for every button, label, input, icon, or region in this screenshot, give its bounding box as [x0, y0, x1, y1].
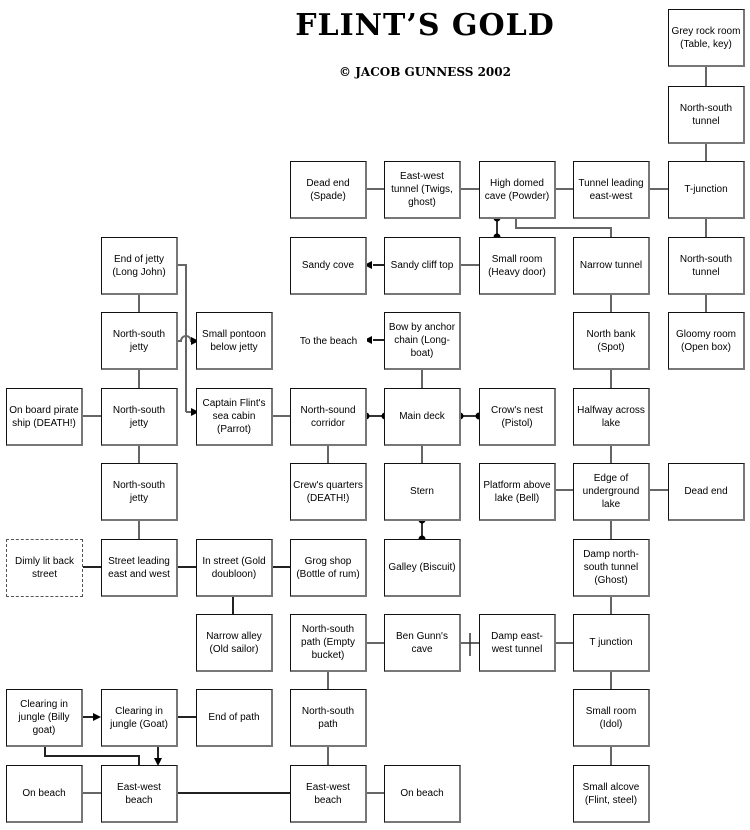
map-title: FLINT’S GOLD — [295, 8, 555, 43]
room-ns-tunnel-top: North-south tunnel — [668, 86, 745, 144]
room-ns-jetty-2: North-south jetty — [101, 388, 178, 446]
room-ben-gunns-cave: Ben Gunn's cave — [384, 614, 461, 672]
room-small-room-idol: Small room (Idol) — [573, 689, 650, 747]
room-street-ew: Street leading east and west — [101, 539, 178, 597]
room-damp-ns-tunnel: Damp north-south tunnel (Ghost) — [573, 539, 650, 597]
room-to-the-beach: To the beach — [290, 312, 367, 370]
room-small-pontoon: Small pontoon below jetty — [196, 312, 273, 370]
room-tunnel-leading-ew: Tunnel leading east-west — [573, 161, 650, 219]
room-captain-cabin: Captain Flint's sea cabin (Parrot) — [196, 388, 273, 446]
room-small-room-door: Small room (Heavy door) — [479, 237, 556, 295]
room-ns-jetty-3: North-south jetty — [101, 463, 178, 521]
link-line — [515, 218, 612, 237]
room-narrow-tunnel: Narrow tunnel — [573, 237, 650, 295]
room-crows-nest: Crow's nest (Pistol) — [479, 388, 556, 446]
room-end-of-path: End of path — [196, 689, 273, 747]
room-ew-beach-left: East-west beach — [101, 765, 178, 823]
arrow-icon — [364, 261, 372, 269]
room-ew-tunnel: East-west tunnel (Twigs, ghost) — [384, 161, 461, 219]
room-high-domed-cave: High domed cave (Powder) — [479, 161, 556, 219]
arrow-icon — [154, 758, 162, 766]
room-gloomy-room: Gloomy room (Open box) — [668, 312, 745, 370]
room-platform-lake: Platform above lake (Bell) — [479, 463, 556, 521]
room-dead-end-2: Dead end — [668, 463, 745, 521]
room-halfway-lake: Halfway across lake — [573, 388, 650, 446]
arrow-icon — [364, 336, 372, 344]
room-sandy-cliff-top: Sandy cliff top — [384, 237, 461, 295]
room-on-beach-right: On beach — [384, 765, 461, 823]
room-grog-shop: Grog shop (Bottle of rum) — [290, 539, 367, 597]
room-dead-end-spade: Dead end (Spade) — [290, 161, 367, 219]
room-crews-quarters: Crew's quarters (DEATH!) — [290, 463, 367, 521]
arrow-icon — [191, 337, 199, 345]
room-clearing-goat: Clearing in jungle (Goat) — [101, 689, 178, 747]
room-narrow-alley: Narrow alley (Old sailor) — [196, 614, 273, 672]
room-edge-lake: Edge of underground lake — [573, 463, 650, 521]
room-on-beach-left: On beach — [6, 765, 83, 823]
room-t-junction-bottom: T junction — [573, 614, 650, 672]
room-dimly-lit-street: Dimly lit back street — [6, 539, 83, 597]
room-stern: Stern — [384, 463, 461, 521]
room-small-alcove: Small alcove (Flint, steel) — [573, 765, 650, 823]
room-north-bank: North bank (Spot) — [573, 312, 650, 370]
room-sandy-cove: Sandy cove — [290, 237, 367, 295]
room-main-deck: Main deck — [384, 388, 461, 446]
room-galley: Galley (Biscuit) — [384, 539, 461, 597]
room-on-board-pirate-ship: On board pirate ship (DEATH!) — [6, 388, 83, 446]
room-bow: Bow by anchor chain (Long-boat) — [384, 312, 461, 370]
room-ns-tunnel-2: North-south tunnel — [668, 237, 745, 295]
room-in-street: In street (Gold doubloon) — [196, 539, 273, 597]
room-grey-rock-room: Grey rock room (Table, key) — [668, 9, 745, 67]
room-ns-path: North-south path — [290, 689, 367, 747]
copyright-text: © JACOB GUNNESS 2002 — [339, 65, 511, 79]
room-t-junction-top: T-junction — [668, 161, 745, 219]
room-clearing-billy-goat: Clearing in jungle (Billy goat) — [6, 689, 83, 747]
arrow-icon — [191, 408, 199, 416]
link-line — [177, 264, 187, 412]
link-line — [177, 335, 192, 342]
room-end-of-jetty: End of jetty (Long John) — [101, 237, 178, 295]
room-damp-ew-tunnel: Damp east-west tunnel — [479, 614, 556, 672]
arrow-icon — [93, 713, 101, 721]
link-line — [44, 747, 140, 766]
room-ns-path-bucket: North-south path (Empty bucket) — [290, 614, 367, 672]
room-ns-corridor: North-sound corridor — [290, 388, 367, 446]
room-ew-beach-right: East-west beach — [290, 765, 367, 823]
room-ns-jetty-1: North-south jetty — [101, 312, 178, 370]
